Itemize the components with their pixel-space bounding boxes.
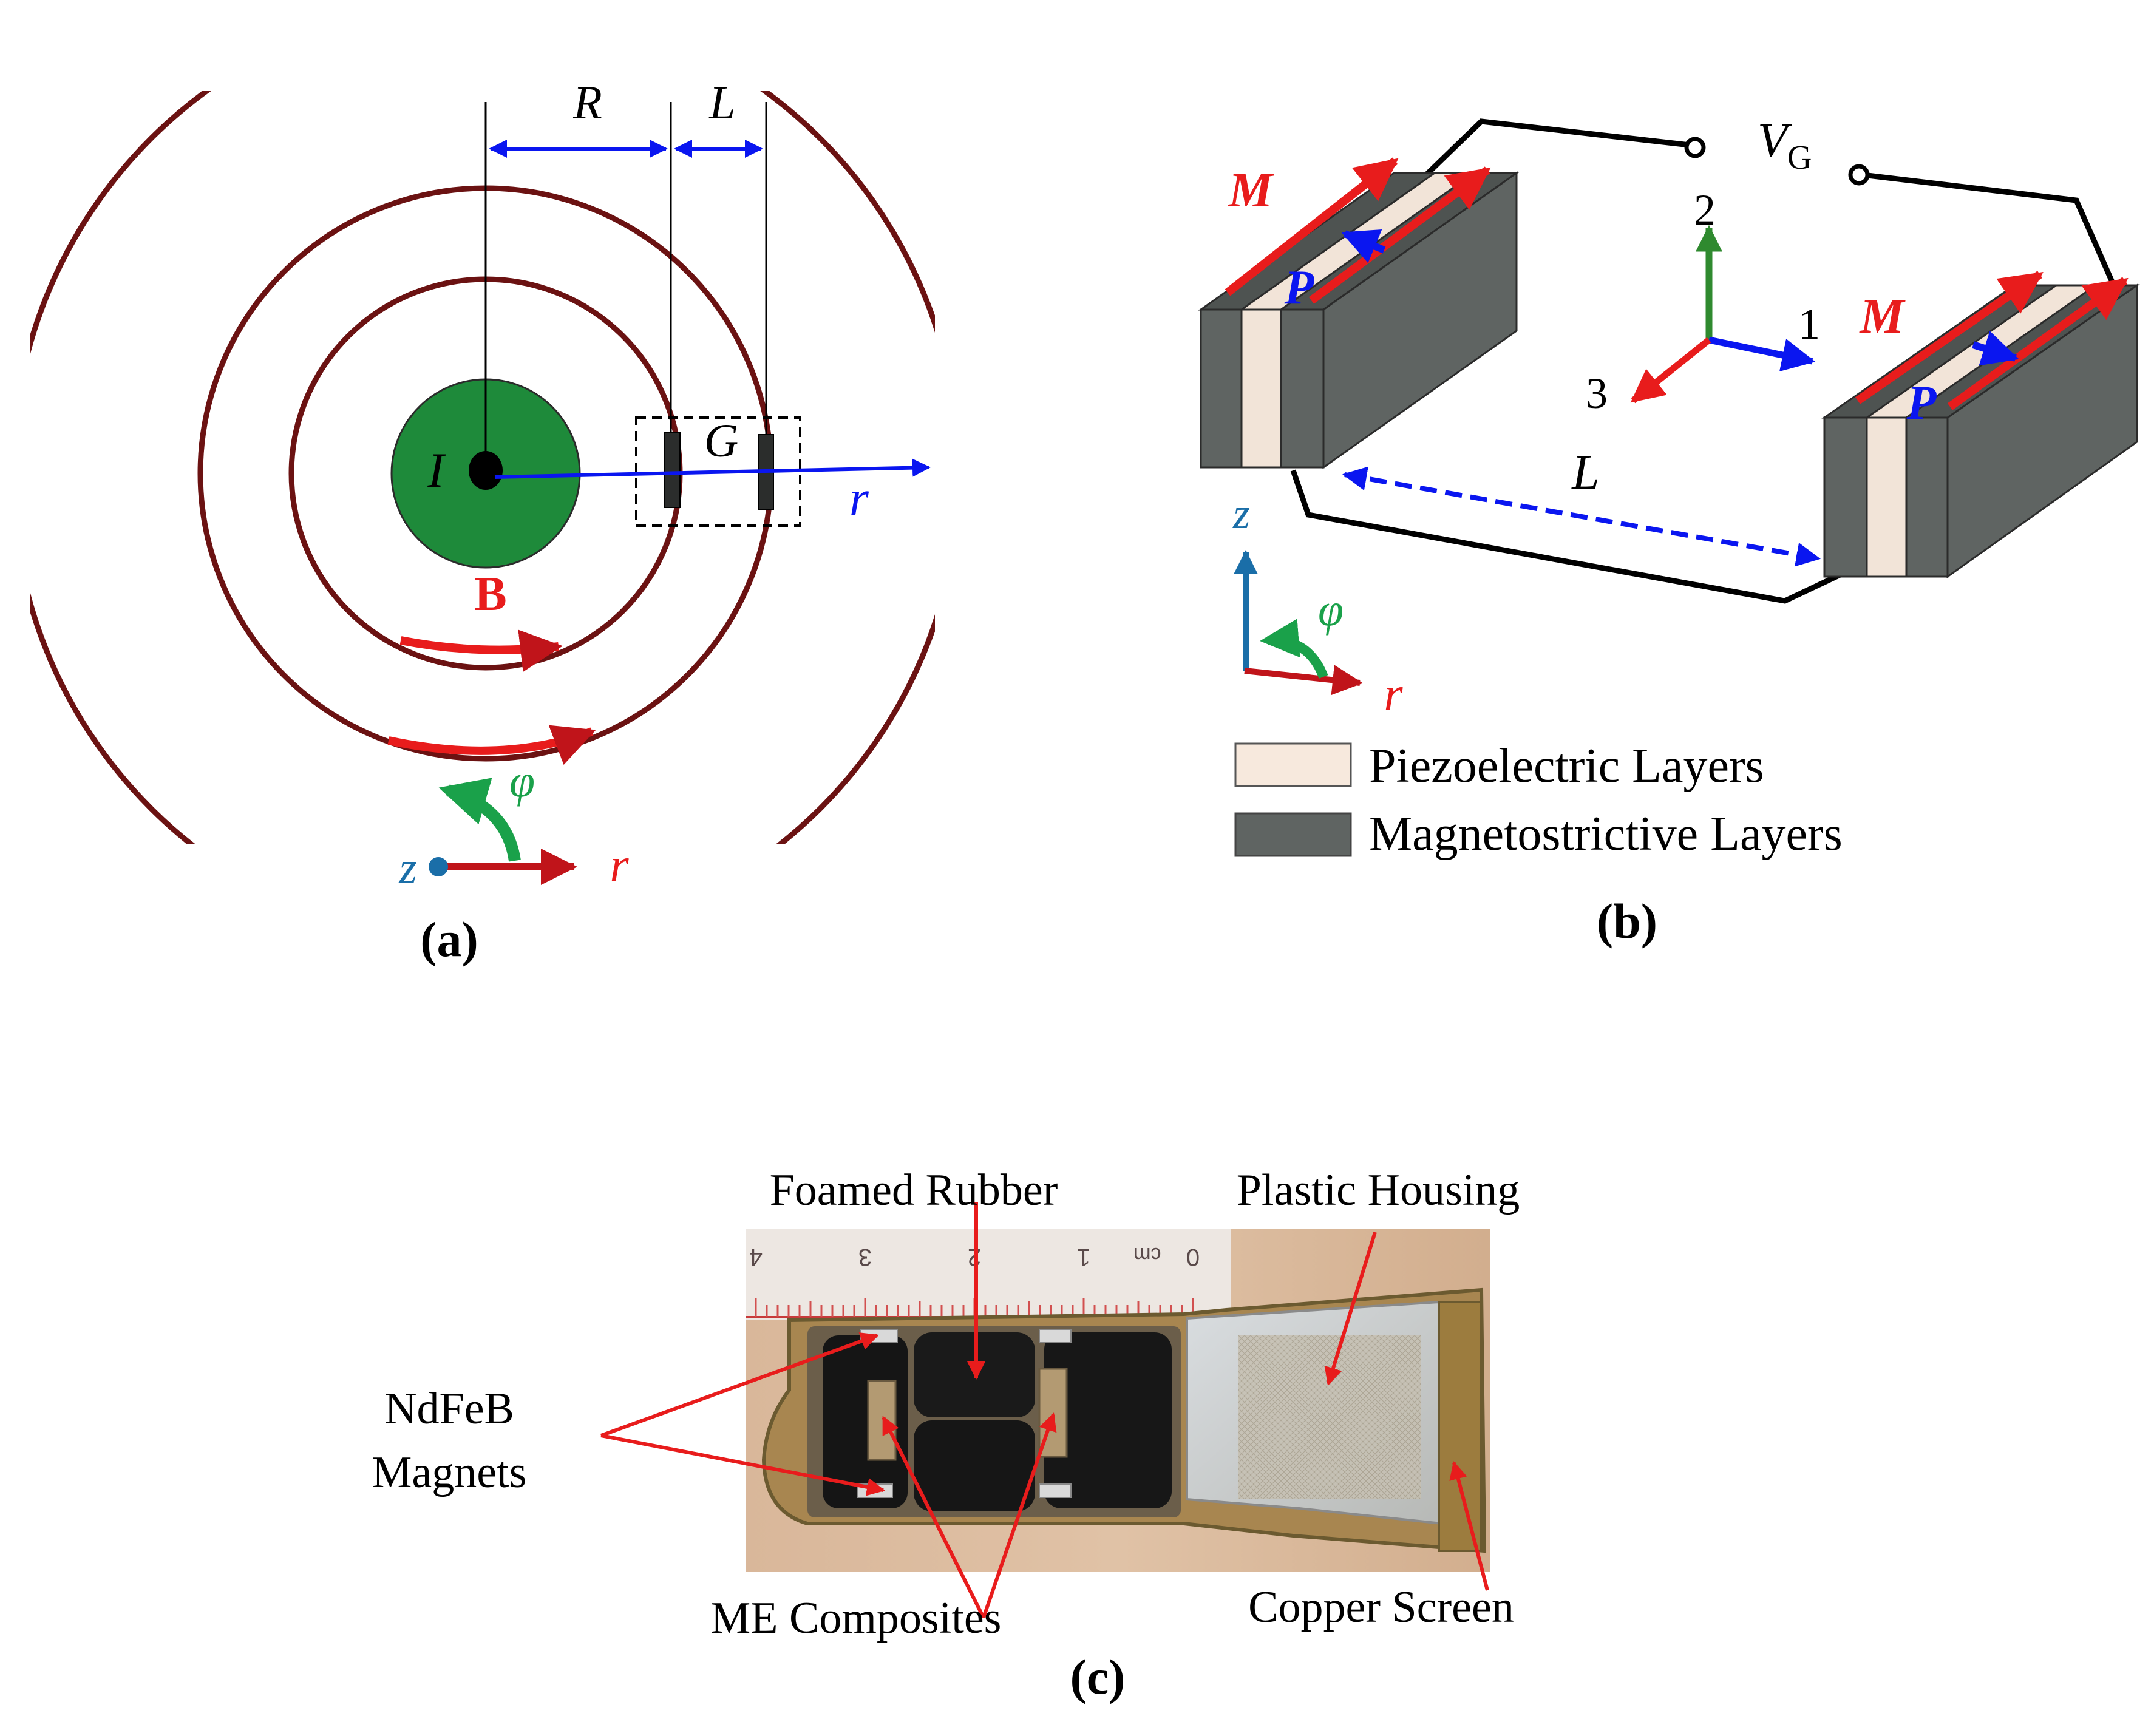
left-front-mag-1 [1200,308,1243,469]
legend-swatch-piezo [1234,742,1352,787]
arrow-ndfeb-2 [600,1434,885,1496]
foam-block-4 [1044,1332,1172,1508]
voltage-V: V [1758,114,1792,168]
ndfeb-magnet-4 [1039,1483,1072,1498]
left-M-arrow-1 [1225,157,1399,296]
gap-label-G: G [704,414,738,467]
panel-c: 4 3 2 1 0 cm [372,1165,1520,1704]
ruler [746,1229,1231,1320]
copper-screen-mesh [1238,1335,1421,1499]
right-P-arrow [1972,331,2019,366]
axis-3-arrow [1630,337,1711,404]
caption-b: (b) [1597,893,1657,949]
legend: Piezoelectric Layers Magnetostrictive La… [1234,739,1843,861]
panel-a: R L G r I B φ z r (a) [30,76,935,967]
left-P-arrow [1341,229,1386,263]
right-label-M: M [1859,288,1906,344]
foam-block-3 [914,1420,1035,1511]
radial-arrow [494,458,931,479]
copper-screen-edge [1438,1301,1483,1552]
voltage-label: VG [1758,114,1812,177]
terminal-right [1848,164,1870,186]
cyl-axis-r-arrow [1244,665,1363,696]
ruler-labels: 4 3 2 1 0 cm [749,1243,1200,1270]
arrow-plastic-housing [1324,1232,1377,1386]
legend-swatch-magneto [1234,812,1352,857]
left-label-M: M [1228,162,1275,217]
right-front-mag-2 [1905,416,1949,578]
annotation-arrows [600,1202,1489,1619]
label-ndfeb-line2: Magnets [372,1448,527,1497]
arrow-copper-screen [1449,1461,1489,1591]
ruler-label-4: 4 [749,1244,763,1270]
left-M-arrow-2 [1308,166,1491,304]
terminal-left [1684,137,1706,158]
left-front-mag-2 [1280,308,1325,469]
right-M-arrow-2 [1947,277,2129,410]
voltage-subscript: G [1787,139,1812,177]
foam-block-1 [823,1335,908,1508]
ruler-label-3: 3 [858,1244,872,1270]
wire-top-right [1862,172,2119,291]
label-I: I [427,442,446,498]
ndfeb-magnet-2 [1039,1329,1072,1343]
sensor-inner [664,432,681,508]
caption-c: (c) [1070,1649,1125,1704]
dim-label-L: L [708,76,735,129]
field-direction-arrow-inner [399,629,563,672]
label-me-composites: ME Composites [711,1593,1002,1643]
left-front-piezo [1240,308,1282,469]
label-ndfeb-line1: NdFeB [384,1384,514,1434]
cyl-axis-phi-arrow [1260,619,1328,679]
arrow-me-1 [882,1416,985,1619]
right-front-piezo [1866,416,1908,578]
right-M-arrow-1 [1855,271,2044,404]
right-label-P: P [1906,376,1937,430]
separation-arrow [1342,466,1821,567]
arrow-ndfeb-1 [600,1332,879,1437]
separation-label-L: L [1571,444,1600,500]
axis-label-r: r [610,839,629,892]
axis-label-2: 2 [1694,186,1716,234]
axis-phi-arrow [438,778,521,862]
label-B: B [474,568,506,621]
axis-label-3: 3 [1586,369,1608,418]
axis-z-dot [429,857,448,876]
arrow-me-2 [982,1412,1057,1618]
legend-label-piezo: Piezoelectric Layers [1369,739,1764,793]
label-foamed-rubber: Foamed Rubber [770,1165,1058,1215]
right-front-mag-1 [1823,416,1868,578]
field-direction-arrow-outer [387,725,596,765]
axis-label-phi: φ [509,756,535,807]
me-composite-left: M P [1198,157,1520,469]
left-label-P: P [1284,261,1315,314]
me-composite-right: M P [1821,271,2140,578]
ruler-label-0: 0 [1186,1244,1200,1270]
axis-label-1: 1 [1798,300,1820,348]
axis-label-z: z [398,843,417,893]
device-photo: 4 3 2 1 0 cm [746,1229,1490,1572]
gap-box [635,416,801,527]
cyl-label-z: z [1232,489,1250,538]
ruler-label-1: 1 [1077,1244,1090,1270]
me-composite-photo-left [867,1380,897,1461]
cyl-label-r: r [1384,668,1403,721]
panel-b: VG M P M P [1198,114,2140,949]
cyl-label-phi: φ [1318,585,1344,636]
label-r: r [849,470,869,526]
caption-a: (a) [420,912,478,967]
label-plastic-housing: Plastic Housing [1237,1165,1520,1215]
axis-1-arrow [1708,336,1816,371]
ruler-label-unit: cm [1133,1243,1161,1266]
dim-label-R: R [572,76,602,129]
legend-label-magneto: Magnetostrictive Layers [1369,807,1843,861]
label-copper-screen: Copper Screen [1248,1582,1514,1632]
